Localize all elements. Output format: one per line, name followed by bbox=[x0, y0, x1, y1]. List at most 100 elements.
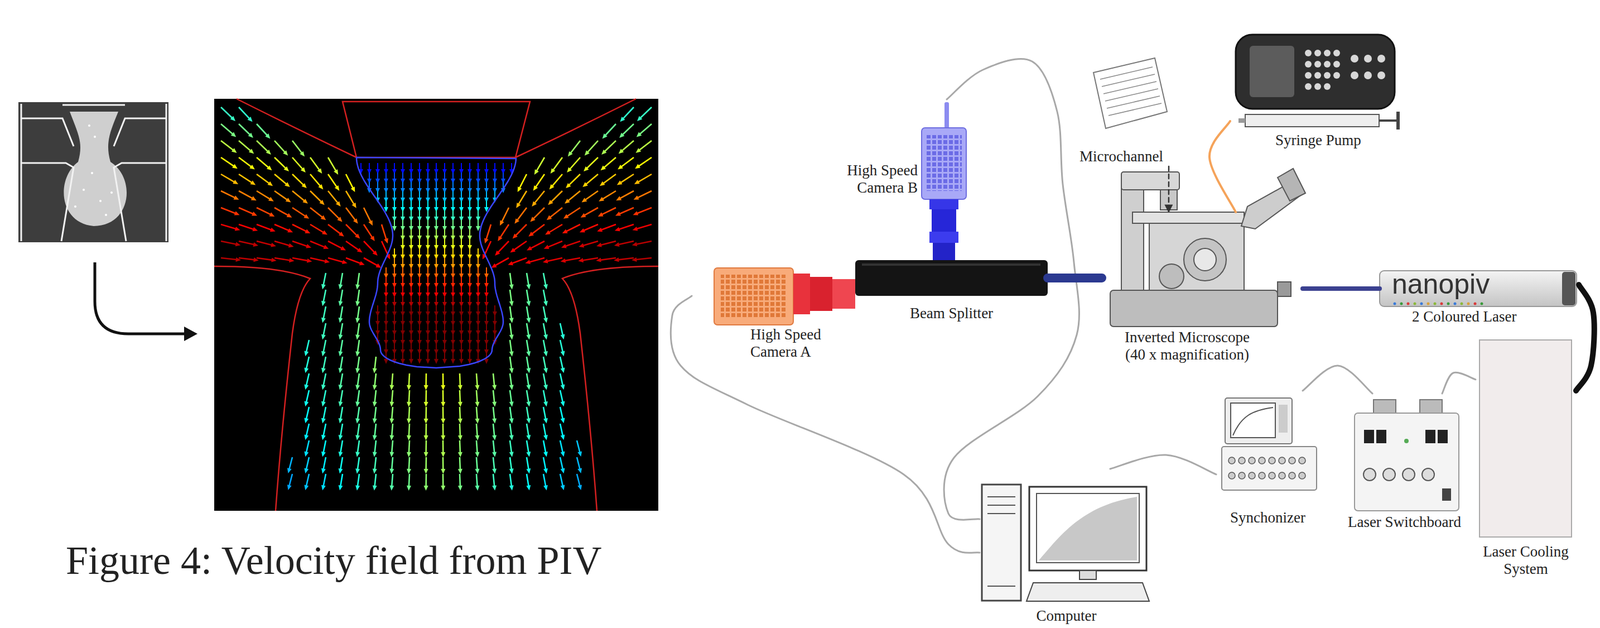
velocity-vector bbox=[374, 373, 377, 387]
velocity-vector-head bbox=[333, 169, 339, 175]
velocity-vector bbox=[292, 224, 308, 232]
velocity-vector-head bbox=[509, 401, 514, 407]
velocity-vector-head bbox=[618, 148, 624, 154]
velocity-vector bbox=[340, 356, 343, 370]
camera-a-drawing bbox=[720, 274, 787, 318]
velocity-vector-head bbox=[543, 317, 548, 324]
equipment-label: 2 Coloured Laser bbox=[1411, 307, 1517, 326]
velocity-vector-head bbox=[230, 132, 236, 138]
synchronizer-drawing bbox=[1248, 471, 1256, 479]
camera-node: High Speed Camera A bbox=[691, 266, 856, 362]
syringe-pump-drawing bbox=[1235, 34, 1395, 109]
velocity-vector bbox=[529, 241, 545, 249]
velocity-vector bbox=[256, 241, 273, 245]
velocity-vector bbox=[604, 123, 616, 137]
beam-splitter-node: Beam Splitter bbox=[855, 259, 1048, 325]
velocity-vector bbox=[476, 373, 478, 387]
camera-b-drawing bbox=[931, 209, 957, 232]
velocity-vector bbox=[425, 440, 427, 454]
channel-photo bbox=[110, 191, 113, 194]
velocity-vector bbox=[442, 389, 445, 404]
equipment-label: Microchannel bbox=[1079, 147, 1164, 166]
velocity-vector bbox=[323, 339, 326, 354]
connector bbox=[1209, 121, 1236, 212]
velocity-vector-head bbox=[406, 401, 412, 407]
syringe-pump-drawing bbox=[1304, 60, 1312, 68]
velocity-vector bbox=[564, 241, 581, 247]
laser-drawing bbox=[1420, 302, 1424, 306]
velocity-vector-head bbox=[526, 300, 531, 307]
velocity-vector-head bbox=[634, 179, 640, 185]
velocity-vector bbox=[509, 272, 512, 287]
computer-drawing bbox=[981, 484, 1150, 601]
velocity-vector-head bbox=[302, 198, 308, 204]
channel-walls bbox=[562, 266, 659, 511]
velocity-vector bbox=[576, 456, 581, 470]
velocity-vector bbox=[408, 456, 410, 471]
microchannel-drawing bbox=[1100, 66, 1153, 80]
velocity-vector-head bbox=[248, 148, 254, 154]
laser-drawing bbox=[1413, 302, 1417, 306]
velocity-vector bbox=[560, 323, 563, 336]
velocity-vector-head bbox=[543, 244, 550, 249]
velocity-vector-head bbox=[543, 367, 548, 374]
velocity-vector-head bbox=[475, 485, 480, 491]
microscope-drawing bbox=[1132, 211, 1245, 224]
synchronizer-drawing bbox=[1228, 456, 1306, 479]
velocity-vector-head bbox=[304, 367, 309, 374]
velocity-vector bbox=[552, 157, 563, 171]
syringe-pump-drawing bbox=[1314, 83, 1322, 90]
velocity-vector-head bbox=[543, 401, 548, 407]
equipment-label: Laser Switchboard bbox=[1344, 513, 1465, 531]
microchannel-drawing bbox=[1093, 58, 1168, 129]
velocity-vector-head bbox=[247, 116, 253, 122]
velocity-vector-head bbox=[512, 233, 518, 239]
velocity-vector-head bbox=[526, 451, 531, 457]
velocity-vector bbox=[328, 207, 340, 220]
velocity-vector bbox=[459, 389, 461, 404]
velocity-vector-head bbox=[299, 151, 305, 157]
velocity-vector bbox=[292, 140, 303, 154]
microscope-drawing bbox=[1110, 168, 1306, 327]
velocity-vector bbox=[493, 473, 495, 488]
synchronizer-drawing bbox=[1221, 446, 1317, 490]
velocity-vector-head bbox=[321, 401, 326, 407]
switchboard-drawing bbox=[1363, 468, 1376, 481]
velocity-vector-head bbox=[526, 384, 531, 390]
syringe-pump-drawing bbox=[1350, 54, 1359, 63]
velocity-vector bbox=[442, 456, 445, 471]
velocity-vector-head bbox=[321, 434, 326, 441]
velocity-vector bbox=[582, 224, 599, 231]
velocity-vector-head bbox=[637, 116, 643, 122]
velocity-vector-head bbox=[383, 238, 389, 244]
microchannel-drawing bbox=[1103, 81, 1157, 94]
velocity-vector-head bbox=[475, 435, 480, 441]
velocity-vector bbox=[391, 473, 393, 488]
velocity-vector bbox=[292, 157, 304, 171]
velocity-vector-head bbox=[287, 467, 292, 474]
laser-drawing bbox=[1440, 302, 1444, 306]
velocity-vector-head bbox=[450, 358, 456, 364]
velocity-vector bbox=[568, 174, 581, 186]
droplet-outline bbox=[356, 157, 517, 368]
microchannel-node: Microchannel bbox=[1076, 55, 1180, 167]
velocity-vector bbox=[526, 473, 529, 488]
velocity-vector-head bbox=[524, 259, 531, 264]
computer-drawing bbox=[987, 496, 1016, 586]
velocity-vector bbox=[569, 157, 581, 171]
switchboard-drawing bbox=[1354, 412, 1459, 511]
pointer-arrow bbox=[94, 262, 187, 334]
velocity-vector bbox=[499, 224, 509, 239]
velocity-vector-head bbox=[372, 367, 378, 373]
velocity-vector bbox=[600, 207, 616, 215]
velocity-vector-head bbox=[288, 243, 295, 248]
microscope-drawing bbox=[1277, 281, 1291, 297]
velocity-vector-head bbox=[372, 384, 378, 390]
velocity-vector-head bbox=[305, 243, 312, 249]
velocity-vector bbox=[220, 107, 234, 119]
syringe-pump-drawing bbox=[1333, 60, 1341, 68]
velocity-vector-head bbox=[423, 435, 429, 441]
velocity-vector-head bbox=[581, 197, 588, 202]
syringe-pump-drawing bbox=[1235, 34, 1400, 130]
